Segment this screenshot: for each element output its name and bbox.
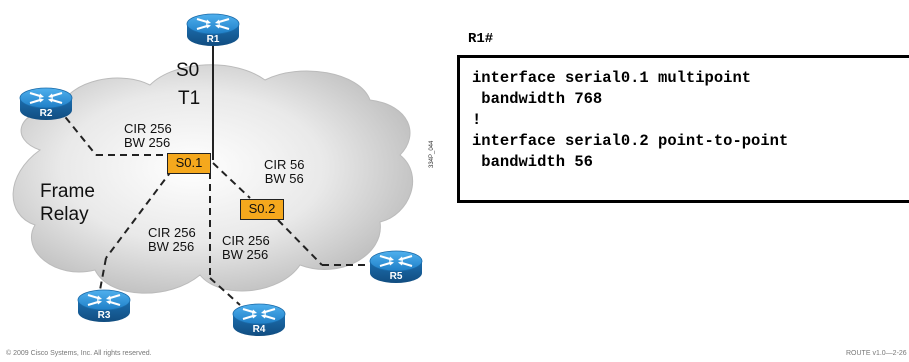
router-r2: R2 xyxy=(19,87,73,121)
cli-prompt: R1# xyxy=(468,31,494,47)
copyright-footer: © 2009 Cisco Systems, Inc. All rights re… xyxy=(6,350,152,357)
pvc-r3-label: CIR 256 BW 256 xyxy=(148,226,196,254)
pvc-lines xyxy=(57,40,375,306)
config-line: ! xyxy=(472,111,482,129)
router-r2-label: R2 xyxy=(40,108,53,119)
frame-relay-cloud xyxy=(12,64,414,294)
link-speed-label: T1 xyxy=(178,88,201,109)
cloud-label: Frame Relay xyxy=(40,180,95,226)
subinterface-s01-badge: S0.1 xyxy=(167,153,211,174)
router-r3: R3 xyxy=(77,289,131,323)
router-r4: R4 xyxy=(232,303,286,337)
cir-value: CIR 56 xyxy=(264,157,305,172)
pvc-r3-drop xyxy=(99,257,107,291)
pvc-r4-drop xyxy=(209,277,241,306)
bw-value: BW 256 xyxy=(222,247,269,262)
pvc-r5-b xyxy=(277,219,323,266)
pvc-r5-a xyxy=(212,162,251,199)
cir-value: CIR 256 xyxy=(222,233,270,248)
pvc-r3 xyxy=(105,169,173,259)
bw-value: BW 256 xyxy=(124,135,171,150)
bw-value: BW 256 xyxy=(148,239,195,254)
cloud-label-line2: Relay xyxy=(40,204,89,225)
pvc-r5-label: CIR 56 BW 56 xyxy=(264,158,304,186)
figure-code: 334P_044 xyxy=(429,140,435,168)
config-line: interface serial0.2 point-to-point xyxy=(472,132,789,150)
config-box: interface serial0.1 multipoint bandwidth… xyxy=(457,55,909,203)
router-r5-label: R5 xyxy=(390,271,403,282)
router-r5: R5 xyxy=(369,250,423,284)
subinterface-s02-badge: S0.2 xyxy=(240,199,284,220)
cir-value: CIR 256 xyxy=(148,225,196,240)
course-footer: ROUTE v1.0—2-26 xyxy=(846,350,907,357)
router-r1: R1 xyxy=(186,13,240,47)
router-r4-label: R4 xyxy=(253,324,266,335)
router-r1-label: R1 xyxy=(207,34,220,45)
pvc-r2-label: CIR 256 BW 256 xyxy=(124,122,172,150)
config-line: interface serial0.1 multipoint xyxy=(472,69,752,87)
interface-label: S0 xyxy=(176,60,200,81)
cloud-label-line1: Frame xyxy=(40,181,95,202)
cir-value: CIR 256 xyxy=(124,121,172,136)
bw-value: BW 56 xyxy=(264,171,304,186)
pvc-r4-label: CIR 256 BW 256 xyxy=(222,234,270,262)
pvc-r2 xyxy=(57,107,97,156)
config-line: bandwidth 768 xyxy=(472,90,603,108)
router-r3-label: R3 xyxy=(98,310,111,321)
config-line: bandwidth 56 xyxy=(472,153,593,171)
